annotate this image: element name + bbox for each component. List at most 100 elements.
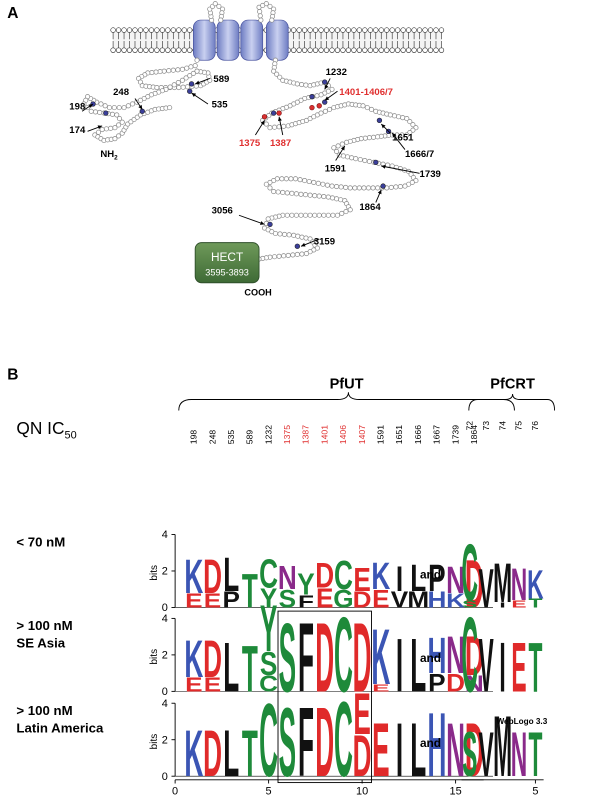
logo-letter: D [315, 556, 334, 596]
logo-letter: V [391, 588, 409, 613]
logo-letter: G [333, 586, 353, 614]
logo-letter: E [353, 562, 370, 599]
logo-letter: K [527, 561, 544, 607]
x-tick-label: 15 [450, 785, 462, 797]
logo-letter: M [493, 700, 512, 796]
logo-letter: T [528, 628, 542, 707]
pfut-position-label: 248 [207, 430, 217, 445]
site-arrowhead [324, 96, 330, 101]
cooh-label: COOH [244, 288, 271, 298]
logo-letter: P [428, 556, 445, 599]
pfut-position-label: 198 [189, 430, 199, 445]
site-arrowhead [260, 120, 265, 125]
pfcrt-position-label: 73 [481, 421, 491, 431]
pfut-position-label: 1387 [301, 425, 311, 444]
y-axis: 0 2 4 bits [149, 613, 493, 698]
logo-letter: E [372, 586, 389, 614]
logo-letter: D [353, 723, 372, 789]
y-tick-label: 2 [162, 650, 168, 662]
site-label: 1651 [392, 132, 414, 143]
logo-letter: K [446, 589, 465, 612]
logo-letter: S [279, 586, 296, 614]
pfut-position-label: 1666 [413, 425, 423, 444]
y-tick-label: 0 [162, 686, 168, 698]
logo-letter: T [528, 720, 542, 791]
logo-letter: S [462, 720, 477, 791]
logo-letter: D [465, 709, 484, 793]
site-label: 1232 [326, 67, 347, 78]
logo-letter: K [371, 554, 390, 597]
logo-letter: L [223, 549, 239, 602]
x-tick-label: 10 [356, 785, 368, 797]
logo-letter: I [499, 601, 505, 609]
site-label: 589 [213, 74, 229, 85]
logo-letter: I [396, 625, 403, 709]
highlight-box [277, 610, 372, 784]
y-axis-label: bits [149, 649, 160, 665]
logo-letter: C [259, 552, 278, 597]
site-label: 1739 [420, 169, 441, 180]
logo-letter: L [410, 625, 426, 709]
membrane [110, 19, 445, 61]
logo-letter: D [465, 545, 484, 622]
site-arrow [238, 214, 265, 225]
logo-letter: H [427, 627, 446, 685]
group-label: < 70 nM [16, 534, 65, 549]
site-label: 3056 [212, 205, 233, 216]
logo-letter: C [259, 672, 278, 697]
site-arrowhead [191, 93, 197, 97]
logo-letter: C [334, 597, 353, 715]
logo-letter: N [511, 720, 527, 791]
logo-letter: V [479, 720, 494, 791]
logo-letter: C [334, 554, 353, 599]
pfcrt-title: PfCRT [490, 377, 535, 393]
pfut-position-label: 589 [245, 430, 255, 445]
pfut-position-label: 1232 [263, 425, 273, 444]
logo-letter: L [223, 717, 239, 791]
pfut-bracket [178, 392, 515, 411]
site-arrowhead [392, 133, 397, 138]
logo-letter: E [204, 673, 221, 696]
site-arrowhead [278, 116, 282, 122]
y-tick-label: 0 [162, 771, 168, 783]
logo-letter: C [259, 683, 278, 800]
logo-letter: K [184, 629, 203, 689]
logo-letter: V [479, 622, 494, 707]
logo-letter: P [428, 670, 445, 698]
site-label: 1375 [239, 138, 261, 149]
pfcrt-position-label: 74 [497, 421, 507, 431]
y-axis-label: bits [149, 734, 160, 750]
logo-letter: S [279, 604, 296, 713]
logo-letter: N [446, 558, 465, 601]
logo-letter: D [353, 604, 372, 713]
site-arrowhead [138, 104, 143, 110]
hect-range: 3595-3893 [205, 267, 249, 277]
logo-letter: C [461, 527, 477, 618]
logo-letter: D [353, 588, 372, 613]
logo-letter: S [260, 646, 277, 683]
logo-letter: D [315, 604, 334, 713]
logo-letter: N [278, 560, 297, 597]
y-tick-label: 2 [162, 566, 168, 578]
panel-b-label: B [7, 366, 18, 383]
logo-letter: C [461, 596, 477, 715]
pfut-position-label: 1739 [450, 425, 460, 444]
pfut-position-label: 1651 [394, 425, 404, 444]
pfcrt-position-label: 72 [464, 421, 474, 431]
y-tick-label: 4 [162, 613, 168, 625]
logo-letter: E [316, 583, 333, 614]
logo-letter: D [446, 670, 465, 698]
pfut-title: PfUT [330, 377, 364, 393]
site-arrowhead [377, 189, 382, 195]
logo-letter: H [427, 695, 446, 797]
logo-letter: I [396, 709, 403, 793]
site-label: 1387 [270, 138, 291, 149]
y-tick-label: 0 [162, 602, 168, 614]
